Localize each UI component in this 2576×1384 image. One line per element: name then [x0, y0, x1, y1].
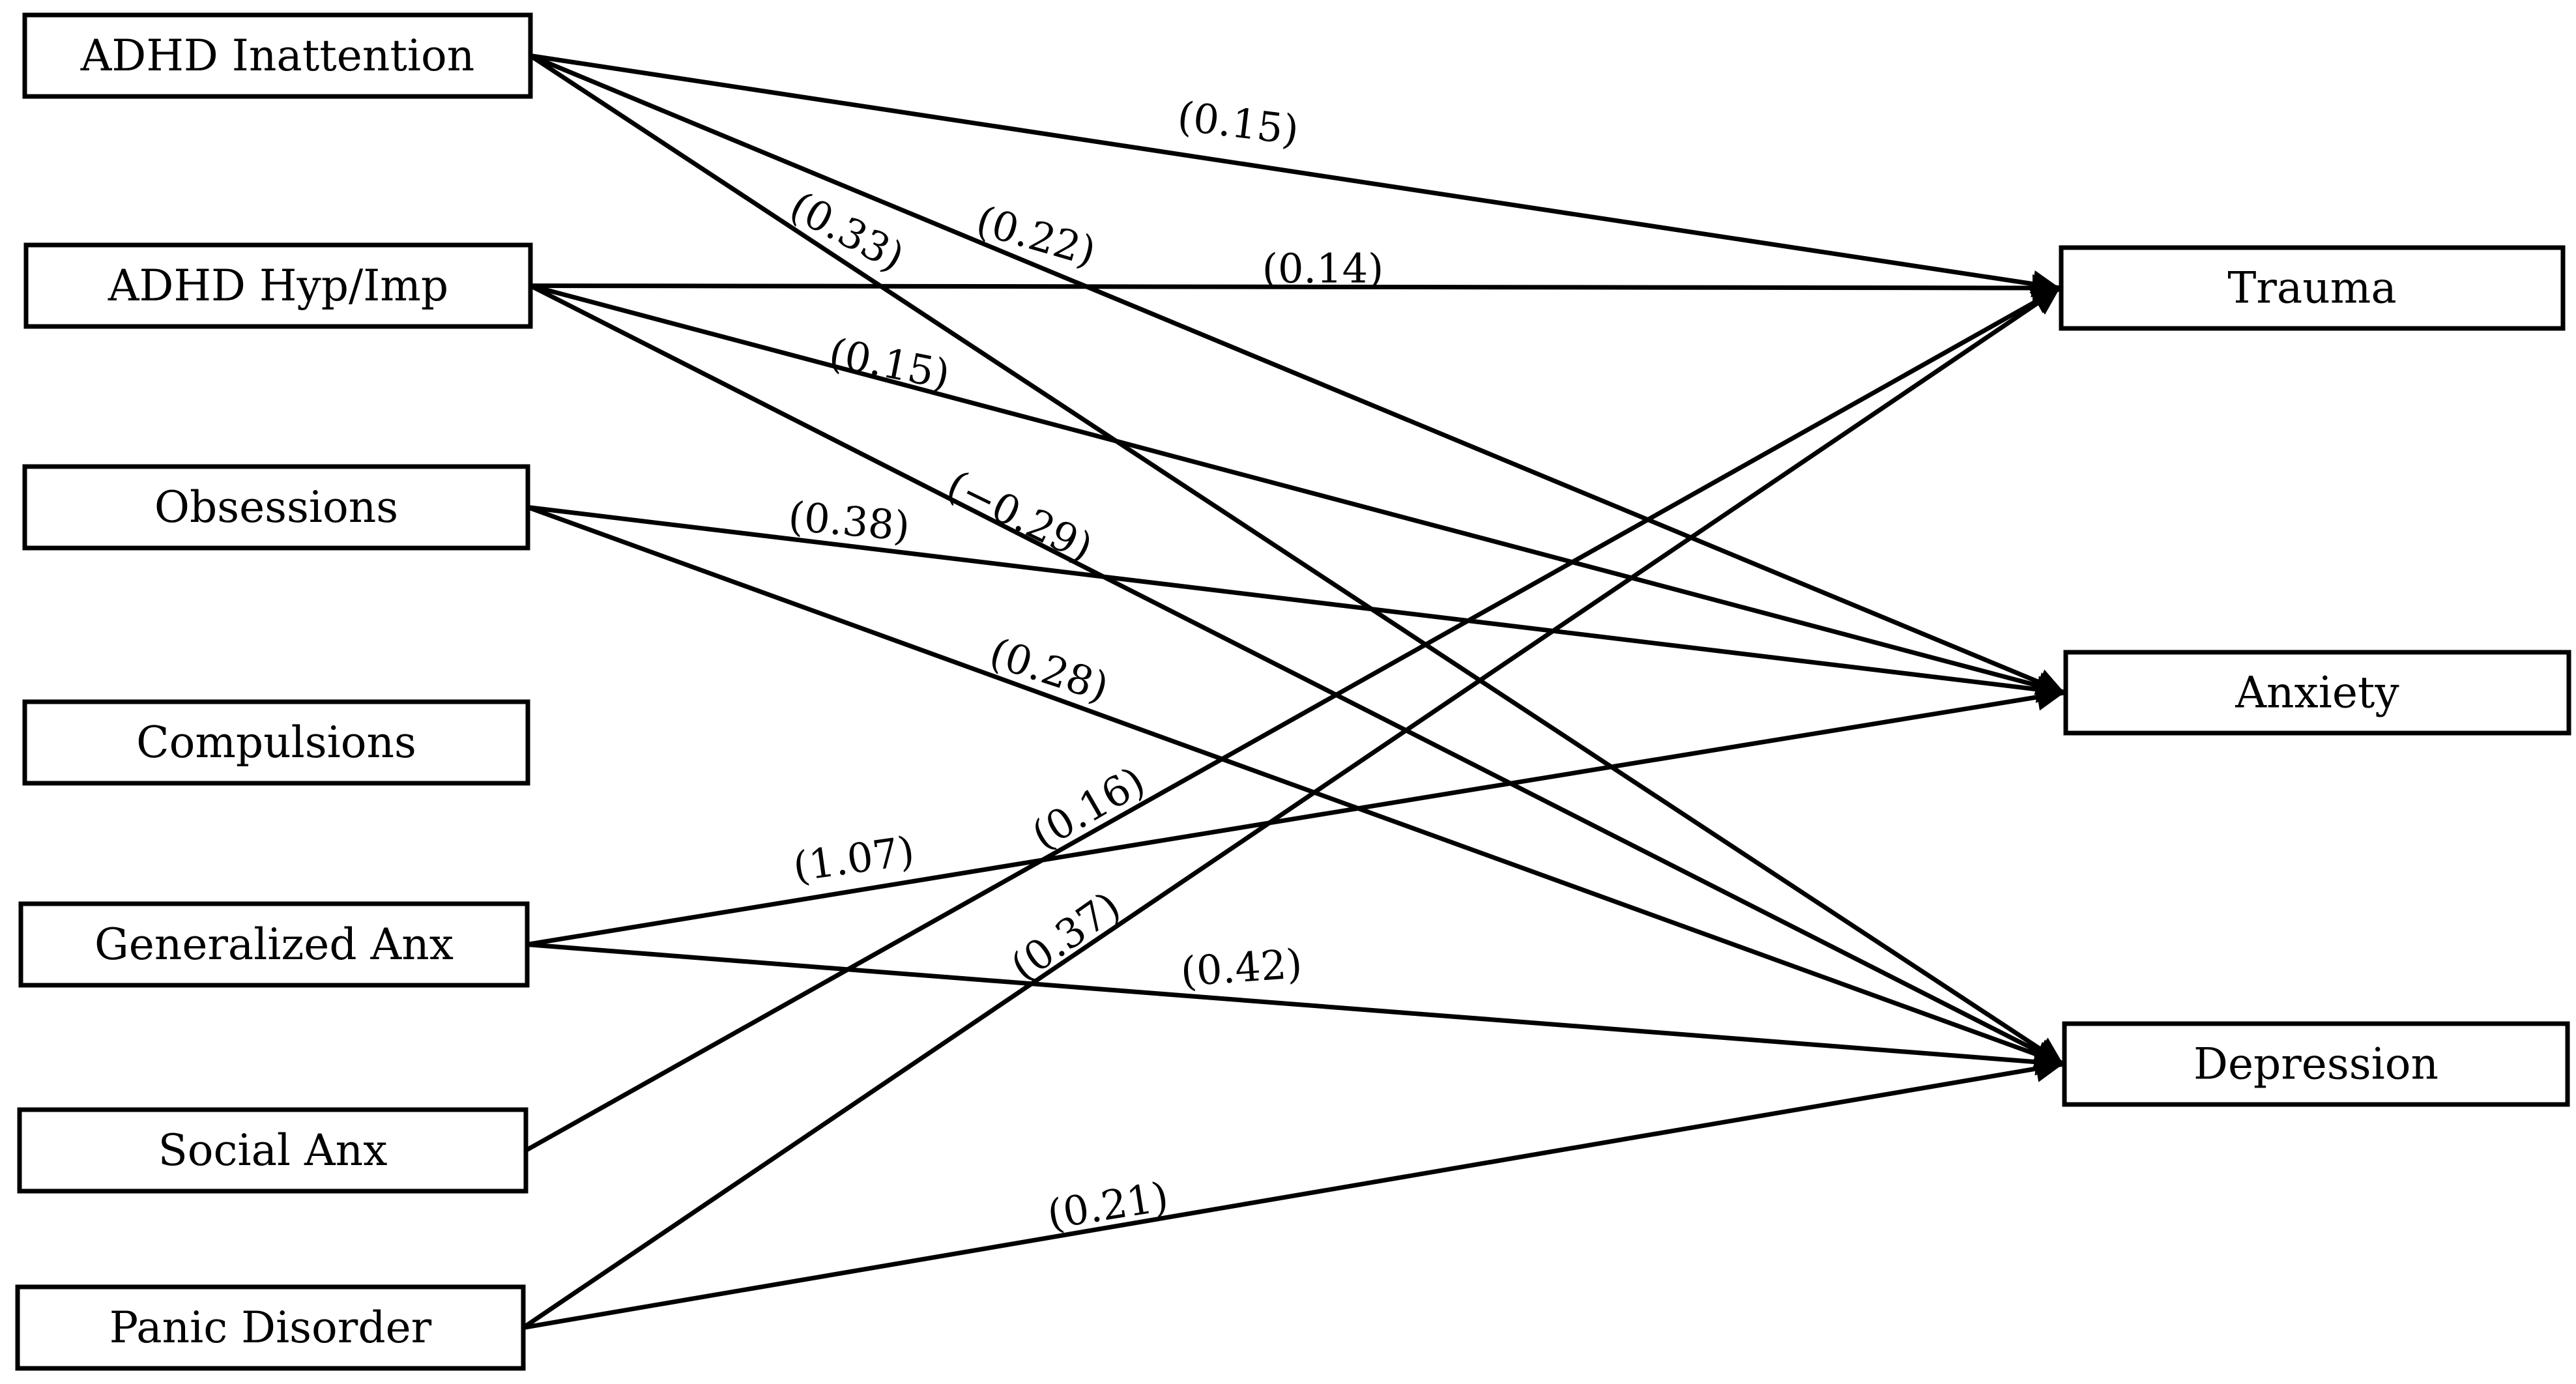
node-label: Depression: [2193, 1039, 2439, 1089]
node-label: Generalized Anx: [94, 919, 454, 970]
path-arrow-obsessions-to-depression: [527, 505, 2064, 1068]
path-arrow-obsessions-to-anxiety: [527, 505, 2065, 703]
path-arrow-panic-disorder-to-depression: [523, 1055, 2064, 1330]
node-label: Anxiety: [2235, 668, 2399, 718]
path-coefficient-generalized-anx-to-depression: (0.42): [1179, 940, 1303, 996]
edges-layer: [522, 53, 2066, 1330]
node-label: Panic Disorder: [109, 1303, 432, 1353]
path-arrow-adhd-hyp-imp-to-depression: [529, 283, 2064, 1067]
path-coefficient-adhd-inattention-to-trauma: (0.15): [1175, 92, 1301, 154]
node-box: [2063, 650, 2571, 736]
node-box: [2062, 1021, 2570, 1107]
path-coefficient-obsessions-to-depression: (0.28): [984, 628, 1114, 711]
node-box: [22, 464, 530, 551]
node-label: Trauma: [2227, 263, 2396, 313]
path-coefficient-generalized-anx-to-anxiety: (1.07): [790, 827, 918, 891]
node-box: [17, 1107, 528, 1194]
node-label: ADHD Inattention: [80, 31, 474, 81]
outcome-node-anxiety: Anxiety: [2063, 650, 2571, 736]
path-arrow-adhd-inattention-to-trauma: [530, 53, 2061, 298]
predictor-node-social-anx: Social Anx: [17, 1107, 528, 1194]
predictor-node-adhd-hyp-imp: ADHD Hyp/Imp: [23, 242, 533, 329]
path-arrow-social-anx-to-trauma: [525, 285, 2061, 1153]
edge-labels-layer: (0.15)(0.22)(0.33)(0.14)(0.15)(−0.29)(0.…: [783, 92, 1384, 1238]
outcome-node-depression: Depression: [2062, 1021, 2570, 1107]
predictor-node-panic-disorder: Panic Disorder: [15, 1284, 526, 1371]
path-arrow-generalized-anx-to-depression: [527, 942, 2064, 1076]
path-arrow-adhd-hyp-imp-to-anxiety: [530, 283, 2065, 699]
outcome-node-trauma: Trauma: [2059, 245, 2566, 331]
path-coefficient-panic-disorder-to-depression: (0.21): [1044, 1172, 1172, 1238]
node-label: Social Anx: [158, 1125, 388, 1175]
path-arrow-panic-disorder-to-trauma: [522, 286, 2061, 1330]
node-box: [2059, 245, 2566, 331]
node-box: [18, 901, 530, 988]
node-label: ADHD Hyp/Imp: [108, 261, 448, 311]
path-coefficient-obsessions-to-anxiety: (0.38): [787, 493, 912, 551]
path-coefficient-adhd-hyp-imp-to-anxiety: (0.15): [826, 328, 954, 398]
predictor-node-generalized-anx: Generalized Anx: [18, 901, 530, 988]
path-arrow-adhd-inattention-to-depression: [529, 53, 2064, 1066]
node-label: Obsessions: [154, 482, 398, 532]
path-coefficient-panic-disorder-to-trauma: (0.37): [1002, 882, 1129, 991]
path-arrow-generalized-anx-to-anxiety: [527, 684, 2065, 947]
path-coefficient-adhd-hyp-imp-to-depression: (−0.29): [940, 461, 1100, 571]
node-box: [23, 242, 533, 329]
node-box: [15, 1284, 526, 1371]
path-arrow-adhd-hyp-imp-to-trauma: [530, 274, 2061, 302]
predictor-node-compulsions: Compulsions: [22, 699, 530, 786]
node-label: Compulsions: [136, 717, 416, 768]
path-arrow-adhd-inattention-to-anxiety: [529, 53, 2066, 695]
node-box: [22, 12, 533, 99]
node-box: [22, 699, 530, 786]
path-coefficient-adhd-hyp-imp-to-trauma: (0.14): [1262, 245, 1383, 293]
predictor-node-obsessions: Obsessions: [22, 464, 530, 551]
predictor-node-adhd-inattention: ADHD Inattention: [22, 12, 533, 99]
